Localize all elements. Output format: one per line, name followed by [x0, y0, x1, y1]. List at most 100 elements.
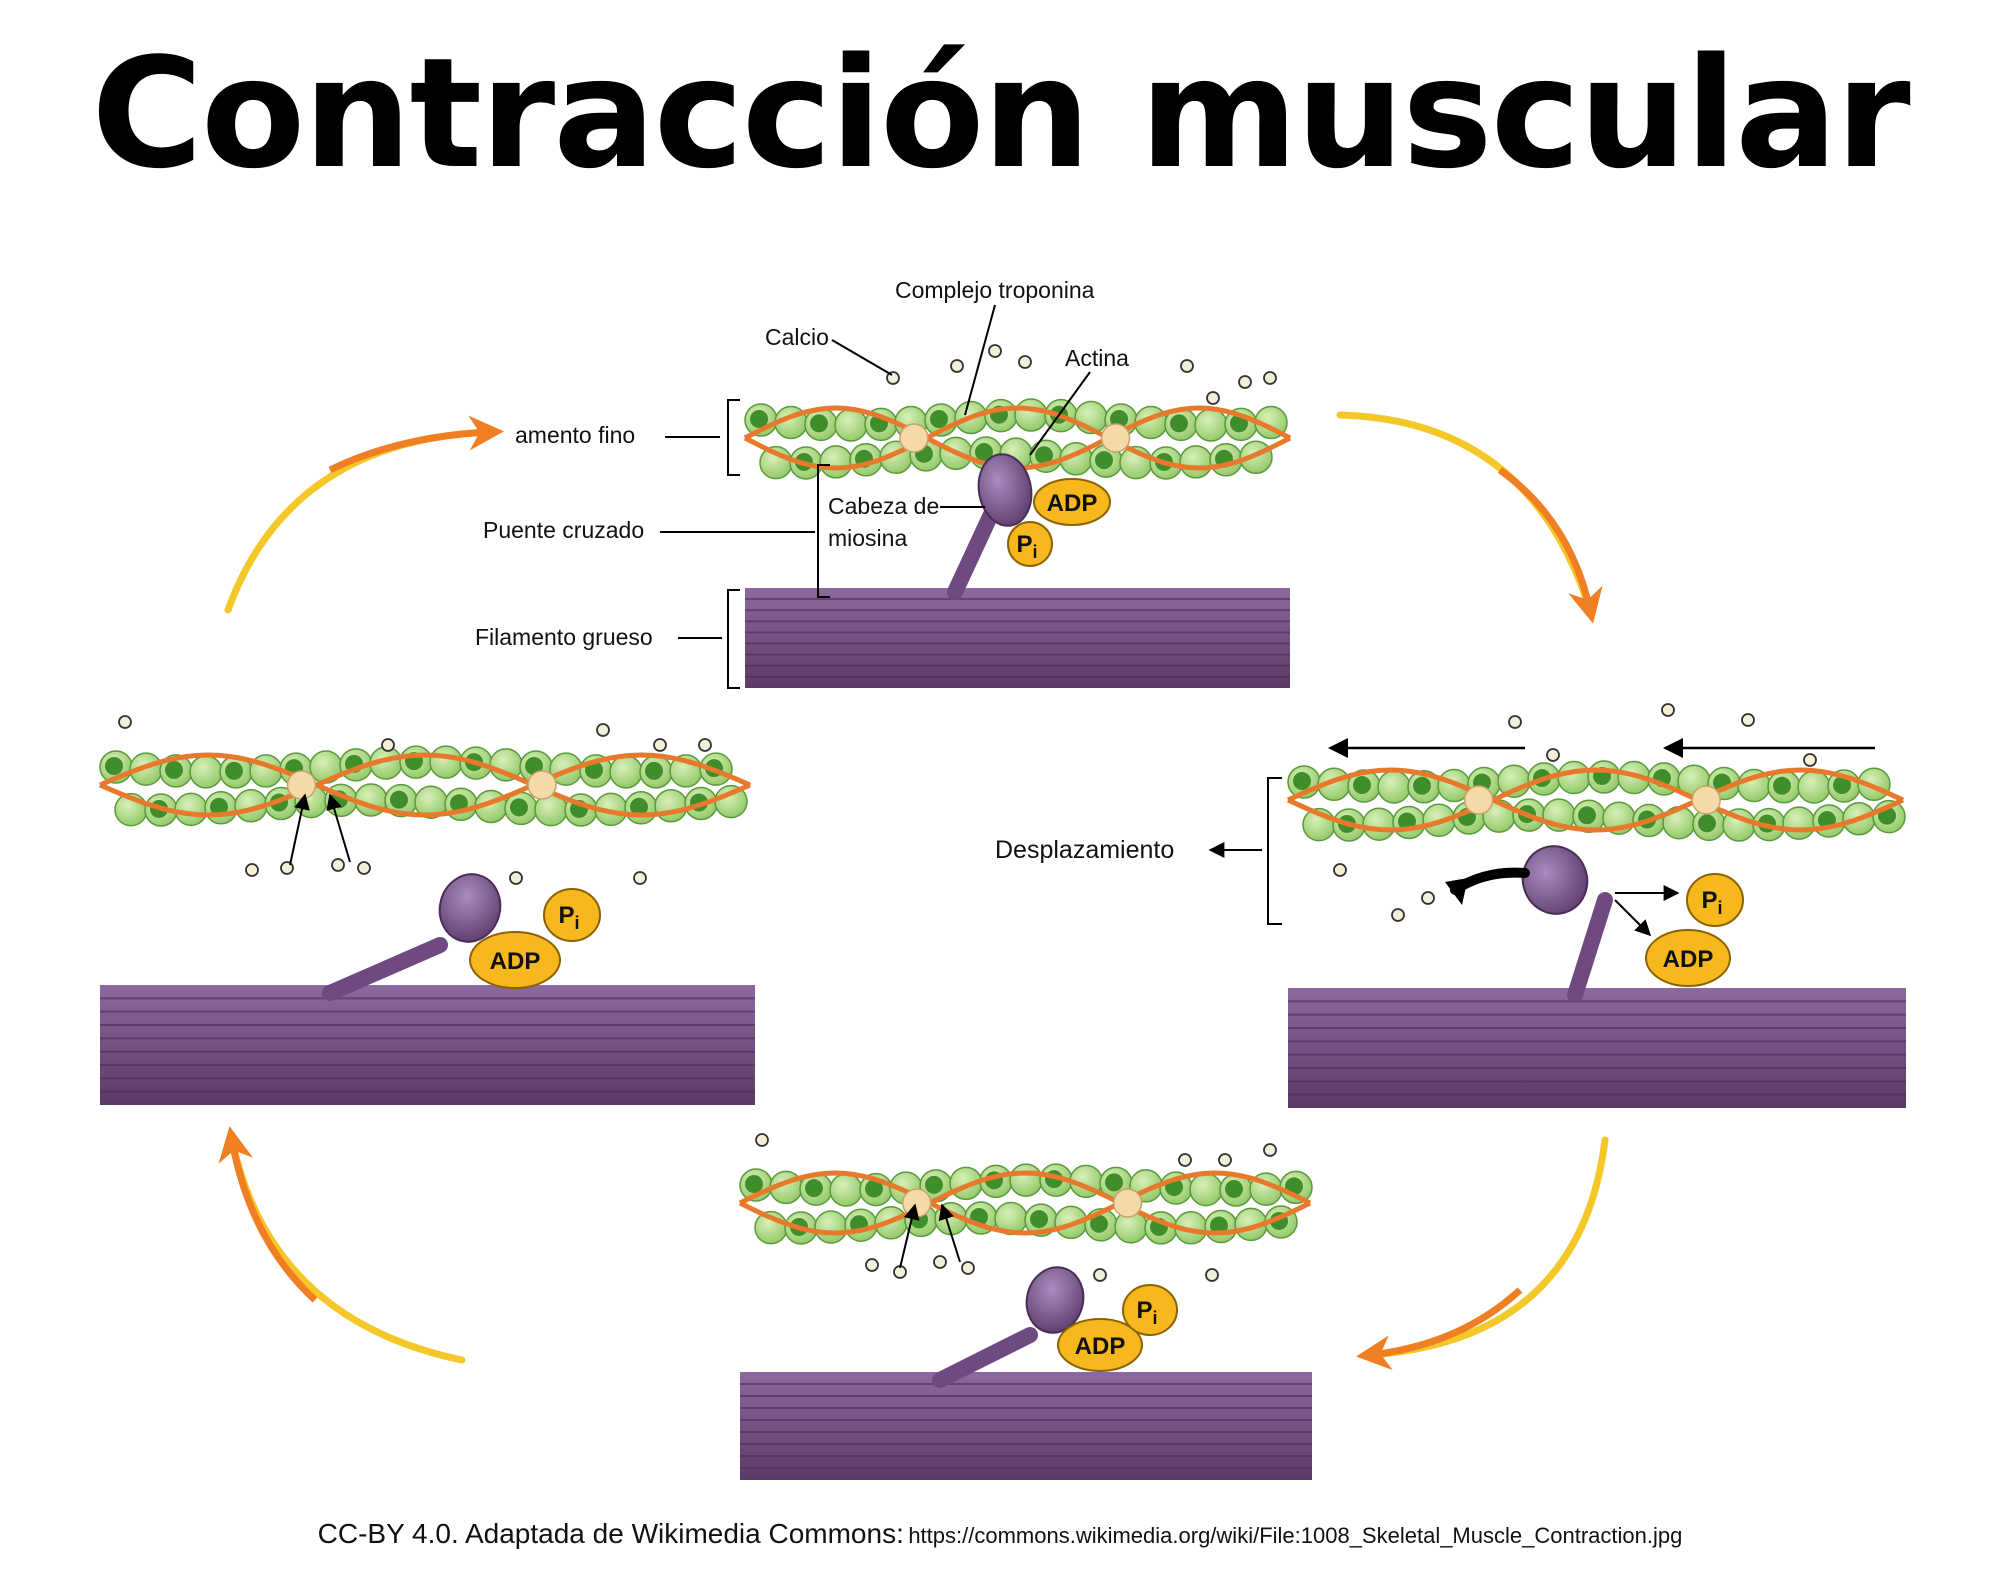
adp-label: ADP — [1075, 1333, 1126, 1360]
calcium-ion — [653, 738, 667, 752]
calcium-ion — [961, 1261, 975, 1275]
calcium-ion — [1238, 375, 1252, 389]
cycle-arrow-bottom-left — [218, 1126, 466, 1364]
page-title: Contracción muscular — [91, 25, 1910, 202]
calcium-ion — [933, 1255, 947, 1269]
pi-label: Pi — [1701, 887, 1722, 918]
calcium-ion — [950, 359, 964, 373]
calcium-ion — [1803, 753, 1817, 767]
adp-molecule: ADP — [1645, 929, 1731, 987]
label-calcio: Calcio — [765, 324, 829, 350]
troponin-complex — [286, 770, 317, 800]
label-miosina: miosina — [828, 525, 907, 551]
troponin-complex — [901, 1188, 932, 1218]
panel-top: ADP Pi — [743, 344, 1292, 688]
label-cabeza-de: Cabeza de — [828, 493, 939, 519]
calcium-ion — [1206, 391, 1220, 405]
calcium-ion — [1508, 715, 1522, 729]
troponin-complex — [1100, 423, 1131, 453]
myosin-neck — [1567, 892, 1613, 1003]
myosin-neck — [932, 1327, 1038, 1388]
tropomyosin-strand — [743, 405, 1292, 471]
myosin-head — [1521, 845, 1613, 1003]
calcium-ion — [755, 1133, 769, 1147]
thin-filament-actin — [99, 745, 751, 827]
calcium-ion — [381, 738, 395, 752]
calcium-ion — [1263, 1143, 1277, 1157]
calcium-ion — [633, 871, 647, 885]
calcium-ion — [245, 863, 259, 877]
calcium-ion — [1263, 371, 1277, 385]
myosin-head — [932, 1266, 1085, 1388]
adp-label: ADP — [1047, 490, 1098, 517]
calcium-ion — [1421, 891, 1435, 905]
calcium-ion — [1391, 908, 1405, 922]
myosin-head — [322, 873, 502, 1001]
troponin-complex — [1112, 1188, 1143, 1218]
label-filamento-fino: amento fino — [515, 422, 635, 448]
cycle-arrow-top-right — [1336, 411, 1603, 624]
calcium-ion — [1218, 1153, 1232, 1167]
troponin-complex — [899, 423, 929, 453]
label-complejo-troponina: Complejo troponina — [895, 277, 1095, 303]
calcium-ion — [1180, 359, 1194, 373]
calcium-ion — [1546, 748, 1560, 762]
thick-filament — [1288, 988, 1906, 1108]
thin-filament-actin — [1286, 760, 1906, 842]
troponin-complex — [1463, 785, 1494, 815]
credit-text: CC-BY 4.0. Adaptada de Wikimedia Commons… — [317, 1518, 904, 1549]
calcium-ion — [331, 858, 345, 872]
right-panel-labels: Desplazamiento — [995, 738, 1875, 925]
thick-filament — [100, 985, 755, 1105]
label-actina: Actina — [1065, 345, 1129, 371]
myosin-neck — [322, 937, 448, 1001]
top-panel-labels: Calcio Complejo troponina Actina amento … — [475, 277, 1129, 689]
calcium-ion — [1093, 1268, 1107, 1282]
tropomyosin-strand — [1286, 767, 1905, 833]
myosin-head — [947, 453, 1033, 600]
thick-filament — [745, 588, 1290, 688]
label-desplazamiento: Desplazamiento — [995, 836, 1174, 864]
calcium-ion — [1333, 863, 1347, 877]
calcium-ion — [698, 738, 712, 752]
calcium-ion — [1018, 355, 1032, 369]
pi-label: Pi — [1136, 1297, 1157, 1328]
calcium-ion — [1205, 1268, 1219, 1282]
troponin-complex — [527, 770, 557, 800]
calcium-ion — [886, 371, 900, 385]
calcium-ion — [596, 723, 610, 737]
credit-url: https://commons.wikimedia.org/wiki/File:… — [908, 1523, 1683, 1548]
pi-molecule: Pi — [1007, 521, 1053, 567]
calcium-ion — [357, 861, 371, 875]
adp-molecule: ADP — [1057, 1318, 1143, 1372]
calcium-ion — [1178, 1153, 1192, 1167]
pi-label: Pi — [1016, 531, 1037, 562]
pi-molecule: Pi — [543, 888, 601, 942]
calcium-ion — [865, 1258, 879, 1272]
troponin-complex — [1691, 785, 1721, 815]
calcium-ion — [1741, 713, 1755, 727]
cycle-arrow-bottom-right — [1356, 1136, 1609, 1371]
tropomyosin-strand — [1286, 767, 1905, 833]
adp-label: ADP — [490, 948, 541, 975]
tropomyosin-strand — [738, 1170, 1312, 1236]
pi-molecule: Pi — [1122, 1284, 1178, 1336]
thin-filament-actin — [738, 1163, 1313, 1245]
pi-molecule: Pi — [1686, 873, 1744, 927]
adp-label: ADP — [1663, 946, 1714, 973]
adp-molecule: ADP — [1033, 478, 1111, 526]
tropomyosin-strand — [99, 752, 751, 818]
label-filamento-grueso: Filamento grueso — [475, 624, 653, 650]
attribution-credit: CC-BY 4.0. Adaptada de Wikimedia Commons… — [0, 1518, 2000, 1550]
calcium-ion — [118, 715, 132, 729]
tropomyosin-strand — [738, 1170, 1312, 1236]
calcium-ion — [509, 871, 523, 885]
adp-molecule: ADP — [469, 931, 561, 989]
panel-bottom: ADP Pi — [738, 1133, 1313, 1480]
label-puente-cruzado: Puente cruzado — [483, 517, 644, 543]
tropomyosin-strand — [99, 752, 751, 818]
